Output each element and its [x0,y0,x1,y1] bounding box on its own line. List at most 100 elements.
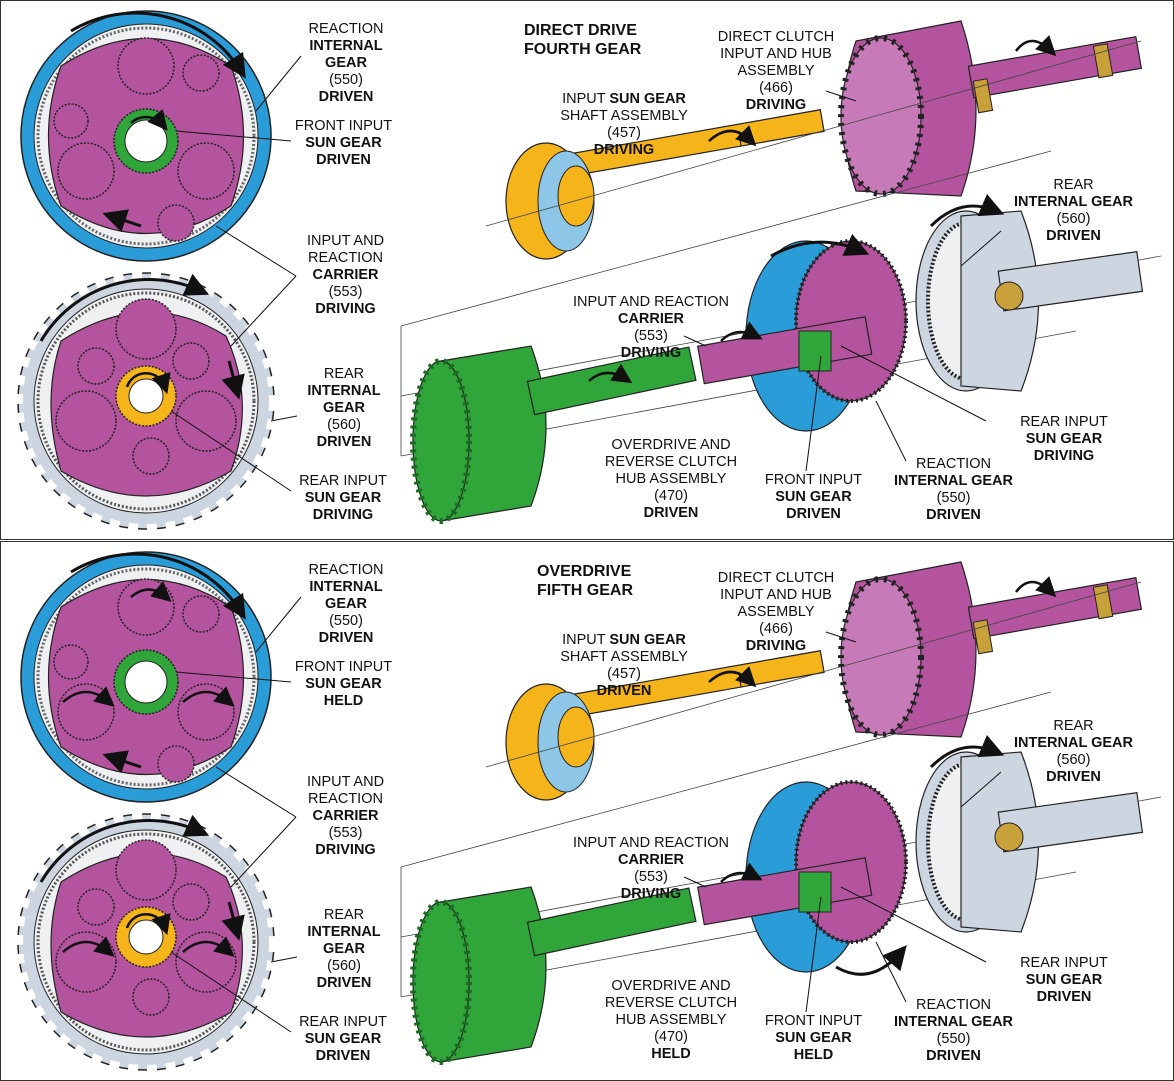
label-line: DRIVEN [315,1048,371,1064]
input-sun-gear-shaft-art [505,650,825,801]
leader-lines-left [170,596,302,1033]
label-line: REACTION [308,21,384,37]
label-input-reaction-carrier-exploded: INPUT AND REACTION CARRIER (553) DRIVING [561,294,741,362]
label-line: REAR INPUT [1020,414,1108,430]
leader-lines-right [683,631,1002,1013]
label-line: OVERDRIVE AND [611,437,731,453]
label-line: DRIVEN [786,506,841,522]
label-line: INPUT AND HUB [720,46,832,62]
label-front-input-sun-gear: FRONT INPUT SUN GEAR DRIVEN [286,118,401,169]
label-line: HUB ASSEMBLY [615,471,727,487]
label-line: REAR [1053,177,1094,193]
label-reaction-internal-gear: REACTION INTERNAL GEAR (550) DRIVEN [296,562,396,647]
label-line: (550) [329,613,363,629]
label-line: DRIVEN [643,505,699,521]
label-line: DRIVEN [1046,769,1101,785]
label-line: (470) [654,1029,688,1045]
label-line: (550) [936,1031,971,1047]
label-line: DRIVING [620,886,682,902]
label-line: SUN GEAR [305,135,382,151]
label-direct-clutch: DIRECT CLUTCH INPUT AND HUB ASSEMBLY (46… [706,570,846,655]
label-line: REAR [323,366,365,382]
label-rear-input-sun-gear: REAR INPUT SUN GEAR DRIVEN [288,1014,398,1065]
overdrive-reverse-clutch-hub-art [410,345,697,524]
label-line: INTERNAL GEAR [894,1014,1013,1030]
label-text: SUN GEAR [609,632,686,648]
label-rear-internal-gear-exploded: REAR INTERNAL GEAR (560) DRIVEN [1006,718,1141,786]
gear-diagram-art [13,551,1162,1075]
label-line: INTERNAL GEAR [1014,194,1133,210]
rear-planetary-front-view [13,268,279,534]
label-line: INTERNAL GEAR [1014,735,1133,751]
planetary-carrier-art [697,780,908,976]
label-line: REVERSE CLUTCH [604,454,738,470]
label-line: (466) [759,80,793,96]
leader-lines-left [170,55,302,492]
label-line: REACTION [308,250,383,266]
label-line: REACTION [308,791,383,807]
label-line: DRIVING [1033,448,1095,464]
label-line: SUN GEAR [304,490,382,506]
label-line: REACTION [916,456,991,472]
rear-planetary-front-view [13,809,279,1075]
label-line: FRONT INPUT [294,118,393,134]
label-input-sun-gear-shaft: INPUT SUN GEAR SHAFT ASSEMBLY (457) DRIV… [549,632,699,700]
label-line: (553) [328,825,363,841]
label-line: FRONT INPUT [764,1013,863,1029]
label-line: DRIVEN [316,434,372,450]
label-line: FRONT INPUT [764,472,863,488]
label-line: DRIVEN [1036,989,1092,1005]
label-text: SUN GEAR [609,91,686,107]
label-rear-internal-gear-exploded: REAR INTERNAL GEAR (560) DRIVEN [1006,177,1141,245]
label-line: DRIVING [620,345,682,361]
label-input-reaction-carrier: INPUT AND REACTION CARRIER (553) DRIVING [293,774,398,859]
label-line: CARRIER [617,852,685,868]
label-line: INTERNAL [307,924,381,940]
input-sun-gear-shaft-art [505,109,825,260]
label-line: INPUT AND [306,233,385,249]
label-line: INPUT SUN GEAR [549,91,699,108]
label-reaction-internal-gear: REACTION INTERNAL GEAR (550) DRIVEN [296,21,396,106]
label-line: INTERNAL [309,579,383,595]
label-line: (553) [634,328,668,344]
label-line: INTERNAL [307,383,381,399]
gear-state-title: OVERDRIVE FIFTH GEAR [537,562,633,600]
label-input-reaction-carrier: INPUT AND REACTION CARRIER (553) DRIVING [293,233,398,318]
label-line: CARRIER [312,808,379,824]
label-line: INPUT AND REACTION [572,835,730,851]
label-line: SHAFT ASSEMBLY [560,108,688,124]
label-line: DRIVEN [316,975,372,991]
label-overdrive-reverse-clutch-hub: OVERDRIVE AND REVERSE CLUTCH HUB ASSEMBL… [596,978,746,1063]
label-line: DRIVEN [926,1048,981,1064]
label-line: REAR INPUT [299,1014,387,1030]
title-line-2: FIFTH GEAR [537,582,633,599]
label-line: DRIVEN [596,683,652,699]
planetary-carrier-art [697,233,908,432]
label-line: DRIVING [745,638,807,654]
label-line: REACTION [308,562,384,578]
label-line: (550) [936,490,971,506]
label-rear-internal-gear: REAR INTERNAL GEAR (560) DRIVEN [294,366,394,451]
label-line: (560) [1056,211,1091,227]
label-line: OVERDRIVE AND [611,978,731,994]
gear-state-title: DIRECT DRIVE FOURTH GEAR [524,21,641,59]
label-line: CARRIER [617,311,685,327]
label-line: SUN GEAR [775,489,852,505]
label-line: DIRECT CLUTCH [717,29,835,45]
label-line: DRIVEN [926,507,981,523]
rear-internal-gear-art [915,735,1144,933]
label-direct-clutch: DIRECT CLUTCH INPUT AND HUB ASSEMBLY (46… [706,29,846,114]
direct-clutch-drum-art [838,20,1143,197]
label-line: REVERSE CLUTCH [604,995,738,1011]
label-front-input-sun-gear-exploded: FRONT INPUT SUN GEAR DRIVEN [756,472,871,523]
label-line: (560) [327,958,361,974]
label-line: GEAR [323,941,365,957]
label-overdrive-reverse-clutch-hub: OVERDRIVE AND REVERSE CLUTCH HUB ASSEMBL… [596,437,746,522]
label-line: INTERNAL GEAR [894,473,1013,489]
label-line: SHAFT ASSEMBLY [560,649,688,665]
label-line: HELD [323,693,364,709]
label-front-input-sun-gear: FRONT INPUT SUN GEAR HELD [286,659,401,710]
label-rear-input-sun-gear: REAR INPUT SUN GEAR DRIVING [288,473,398,524]
label-line: REAR [1053,718,1094,734]
title-line-1: DIRECT DRIVE [524,22,637,39]
